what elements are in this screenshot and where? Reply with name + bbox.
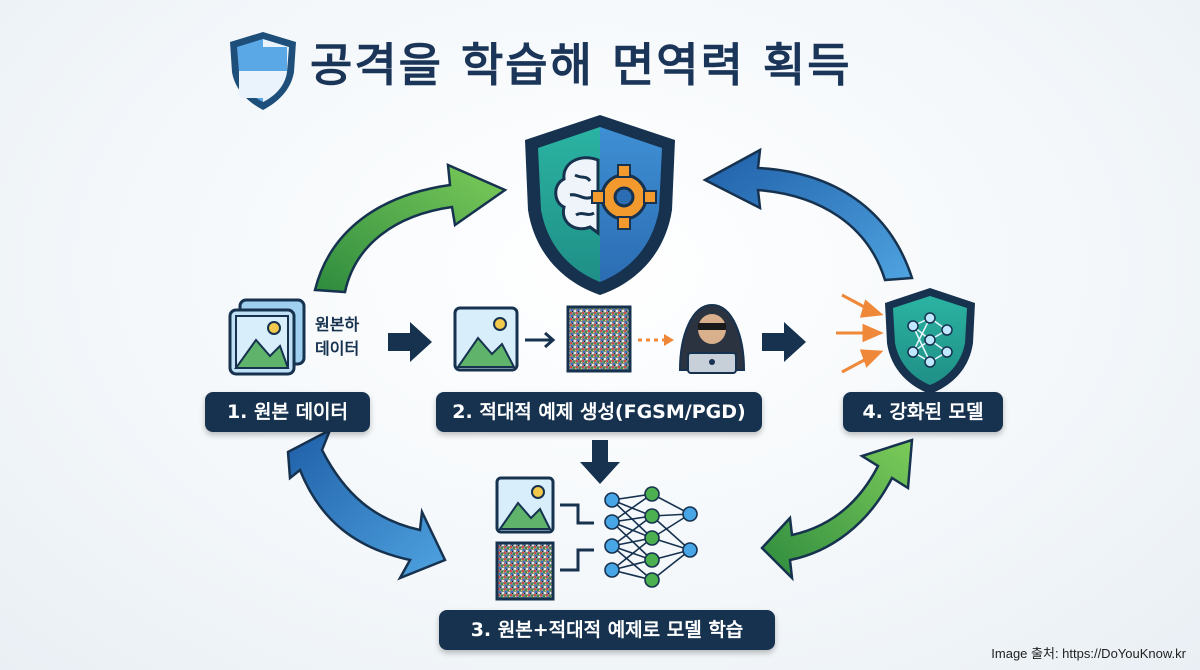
attack-arrows bbox=[836, 293, 884, 374]
page-title: 공격을 학습해 면역력 획득 bbox=[310, 38, 852, 92]
shield-icon bbox=[230, 32, 296, 110]
merge-connector-top bbox=[560, 503, 594, 525]
shield-network-icon bbox=[885, 288, 975, 394]
cycle-arrow-bottom-right bbox=[760, 438, 914, 582]
flow-arrow-2-3 bbox=[580, 440, 620, 484]
merge-connector-bottom bbox=[560, 548, 594, 572]
image-credit: Image 출처: https://DoYouKnow.kr bbox=[991, 646, 1186, 661]
noise-icon bbox=[495, 541, 555, 601]
hacker-icon bbox=[678, 303, 746, 374]
cycle-arrow-top-left bbox=[313, 162, 508, 294]
image-icon bbox=[495, 476, 555, 534]
flow-arrow-1-2 bbox=[388, 322, 432, 362]
image-icon bbox=[453, 306, 519, 372]
flow-arrow-image-noise bbox=[525, 331, 556, 349]
step-4-label: 4. 강화된 모델 bbox=[843, 392, 1003, 432]
cycle-arrow-top-right bbox=[702, 147, 914, 282]
step-1-label: 1. 원본 데이터 bbox=[205, 392, 370, 432]
step-3-label: 3. 원본+적대적 예제로 모델 학습 bbox=[439, 610, 775, 650]
flow-arrow-2-4 bbox=[762, 322, 806, 362]
original-data-caption-line-1: 원본하 bbox=[315, 315, 360, 334]
original-data-caption-line-2: 데이터 bbox=[315, 339, 360, 358]
step-2-label: 2. 적대적 예제 생성(FGSM/PGD) bbox=[436, 392, 762, 432]
neural-network-icon bbox=[604, 486, 698, 588]
cycle-arrow-bottom-left bbox=[286, 427, 447, 581]
original-data-caption: 원본하 데이터 bbox=[315, 313, 375, 361]
noise-icon bbox=[566, 305, 632, 373]
brain-gear-icon bbox=[525, 115, 675, 295]
image-stack-icon bbox=[228, 298, 306, 376]
